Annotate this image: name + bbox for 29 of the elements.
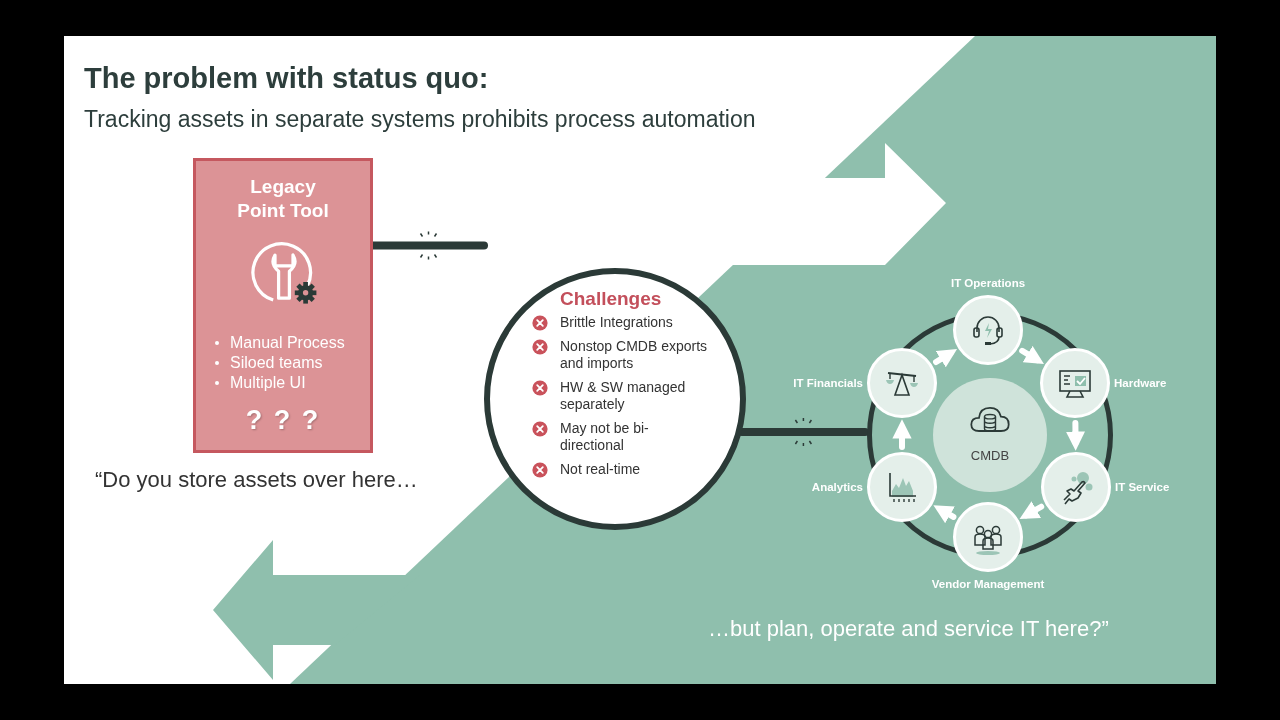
flow-arrow xyxy=(1065,420,1086,451)
function-label: Vendor Management xyxy=(931,577,1045,592)
bullet-item: Multiple UI xyxy=(230,373,306,393)
quote-text: “Do you store assets over here… xyxy=(95,467,418,493)
function-label: IT Financials xyxy=(792,376,863,391)
function-label: IT Service xyxy=(1115,480,1171,495)
tool-card xyxy=(193,158,373,453)
question-marks: ? ? ? xyxy=(244,405,322,436)
flow-arrow xyxy=(933,349,958,368)
flow-arrow xyxy=(1019,345,1044,365)
quote-text: …but plan, operate and service IT here?” xyxy=(708,616,1109,642)
bullet-item: Siloed teams xyxy=(230,353,323,373)
flow-arrow xyxy=(933,505,957,524)
flow-arrow xyxy=(892,419,912,450)
challenge-item: HW & SW managed separately xyxy=(560,379,687,413)
slide-subtitle: Tracking assets in separate systems prohibits process automation xyxy=(84,106,756,133)
function-label: Hardware xyxy=(1114,376,1168,391)
flow-arrow xyxy=(1019,501,1045,520)
slide-title: The problem with status quo: xyxy=(84,62,489,95)
challenge-item: Not real-time xyxy=(560,461,642,478)
function-label: IT Operations xyxy=(950,276,1026,291)
challenge-item: Brittle Integrations xyxy=(560,314,674,331)
bullet-item: Manual Process xyxy=(230,333,345,353)
challenge-item: May not be bi-directional xyxy=(560,420,650,454)
challenge-item: Nonstop CMDB exports and imports xyxy=(560,338,709,372)
hub-label: CMDB xyxy=(969,448,1011,463)
function-label: Analytics xyxy=(810,480,863,495)
card-heading: Legacy Point Tool xyxy=(236,175,330,223)
circle-heading: Challenges xyxy=(560,288,662,310)
